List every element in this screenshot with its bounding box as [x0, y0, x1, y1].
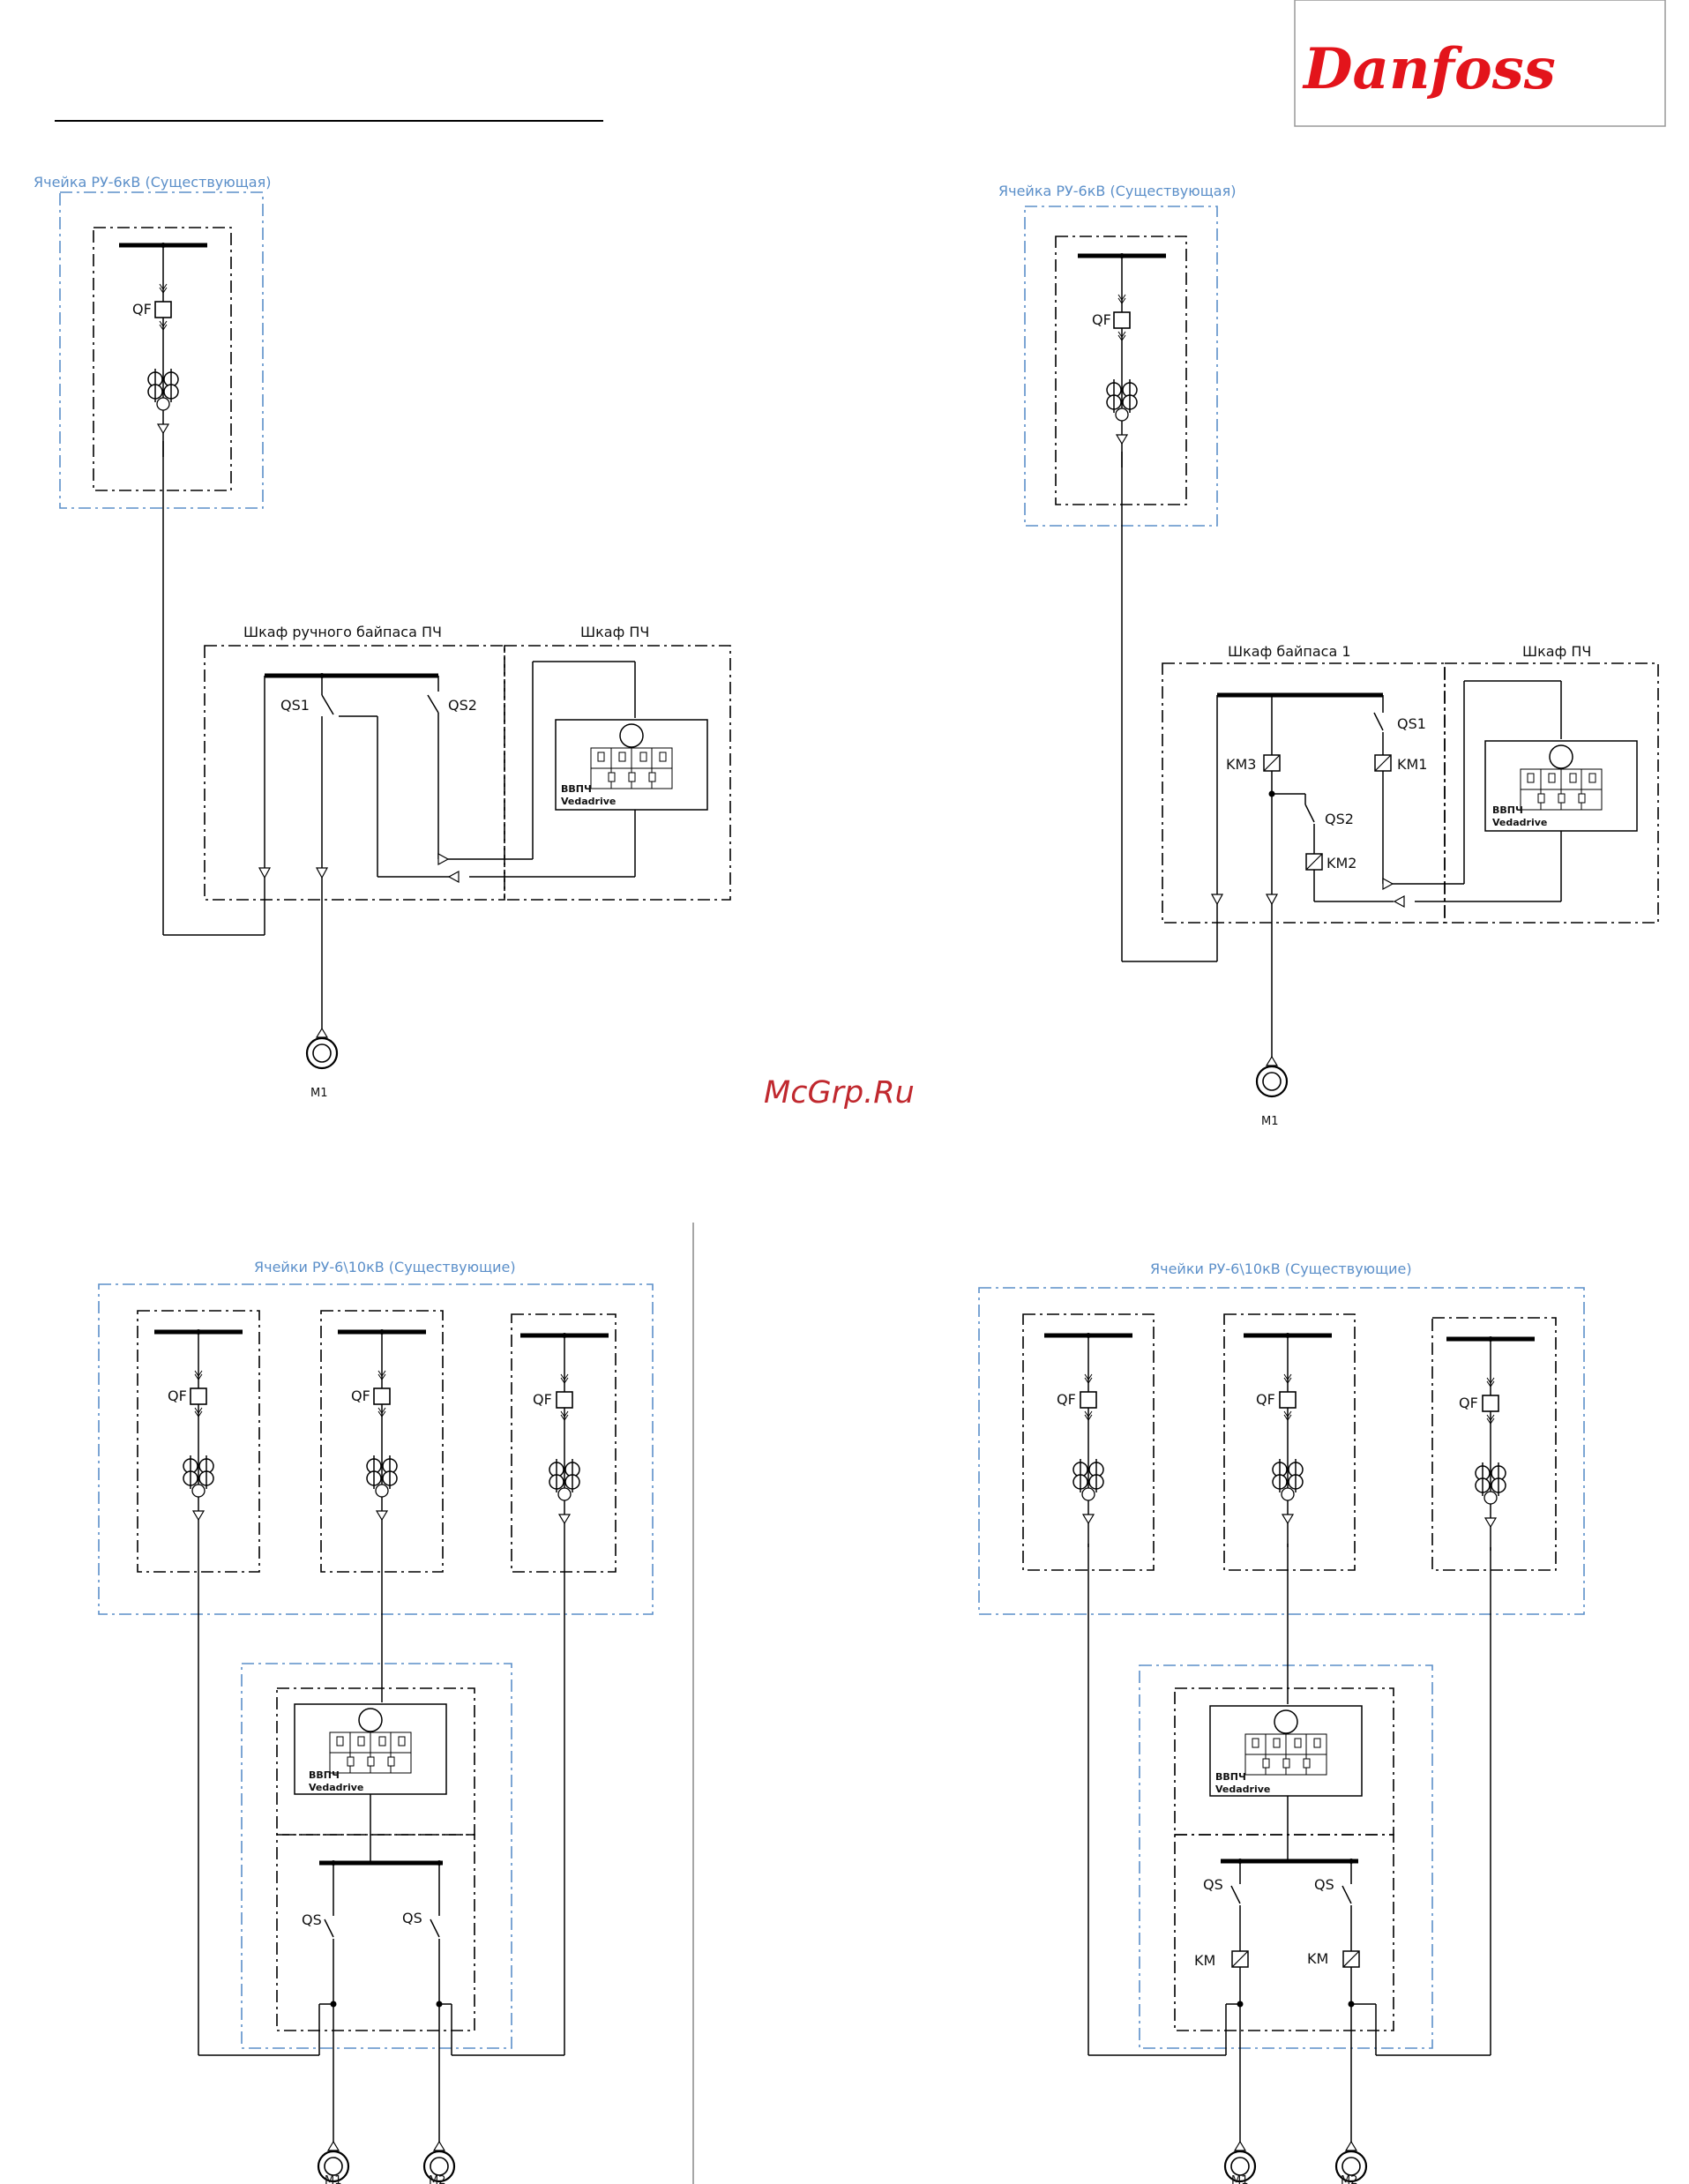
vfd-cabinet-frame [504, 645, 731, 901]
switch-qs-label-1: QS [302, 1911, 322, 1928]
cell-frame-2 [1223, 1313, 1356, 1571]
motor-m2-label: M2 [429, 2174, 446, 2184]
vfd-cabinet-frame [1444, 662, 1659, 924]
contactor-km1-label: KM1 [1397, 756, 1427, 773]
switch-qs-label-1: QS [1203, 1876, 1223, 1893]
bypass-cabinet-frame [1174, 1834, 1394, 2031]
cell-frame [93, 227, 232, 491]
motor-m1-label: M1 [325, 2174, 342, 2184]
cell-title: Ячейки РУ-6\10кВ (Существующие) [1150, 1260, 1412, 1277]
vfd-label-line1: ВВПЧ [561, 783, 592, 795]
danfoss-logo: Danfoss [1294, 0, 1666, 127]
cell-title: Ячейка РУ-6кВ (Существующая) [34, 174, 271, 191]
motor-m1-label: M1 [310, 1087, 328, 1100]
watermark: McGrp.Ru [764, 1075, 915, 1111]
bypass-cabinet-frame [204, 645, 505, 901]
breaker-label: QF [132, 301, 152, 318]
vfd-label-line1: ВВПЧ [1492, 804, 1523, 816]
switch-qs2-label: QS2 [1325, 811, 1354, 827]
breaker-label-1: QF [168, 1387, 187, 1404]
cell-boundary [1024, 206, 1218, 527]
breaker-assembly-3 [520, 1333, 609, 1547]
breaker-assembly-3 [1446, 1336, 1535, 1551]
vfd-cabinet-frame [1174, 1687, 1394, 1836]
switch-qs2-label: QS2 [448, 697, 477, 714]
switch-qs-label-2: QS [402, 1910, 422, 1926]
breaker-label-2: QF [351, 1387, 370, 1404]
diagram-1: Ячейка РУ-6кВ (Существующая) QF Шкаф руч… [34, 174, 731, 1100]
motor-m1-label: M1 [1231, 2174, 1249, 2184]
breaker-label-3: QF [1459, 1395, 1478, 1411]
cell-frame [1055, 236, 1187, 505]
motor-m2-label: M2 [1341, 2174, 1358, 2184]
logo-text: Danfoss [1302, 36, 1556, 102]
breaker-label-3: QF [533, 1391, 552, 1408]
vfd-label-line2: Vedadrive [1215, 1784, 1270, 1795]
bypass-cabinet-label: Шкаф ручного байпаса ПЧ [243, 624, 442, 640]
motor-m1 [305, 1027, 339, 1070]
bypass-cabinet-frame [276, 1834, 475, 2031]
breaker-assembly-1 [1044, 1333, 1132, 1547]
contactor-km2-label: KM2 [1327, 855, 1356, 871]
bypass-boundary [241, 1663, 512, 2049]
breaker-assembly-2 [1244, 1333, 1332, 1547]
breaker-label-2: QF [1256, 1391, 1275, 1408]
cell-frame-3 [511, 1313, 617, 1573]
diagram-2: Ячейка РУ-6кВ (Существующая) QF Шкаф бай… [998, 183, 1659, 1128]
diagram-3: Ячейки РУ-6\10кВ (Существующие) QF QF QF… [98, 1259, 654, 2184]
bypass-boundary [1139, 1664, 1433, 2049]
bypass-cabinet-label: Шкаф байпаса 1 [1228, 643, 1351, 660]
contactor-km3-label: KM3 [1226, 756, 1256, 773]
cells-boundary [978, 1287, 1585, 1615]
cell-frame-3 [1431, 1317, 1557, 1571]
cell-title: Ячейка РУ-6кВ (Существующая) [998, 183, 1236, 199]
breaker-label: QF [1092, 311, 1111, 328]
vfd-cabinet-label: Шкаф ПЧ [1522, 643, 1591, 660]
motor-m1 [1255, 1055, 1289, 1098]
vfd-label-line2: Vedadrive [561, 796, 616, 807]
switch-qs1-label: QS1 [280, 697, 310, 714]
breaker-assembly [119, 243, 207, 457]
vfd-label-line2: Vedadrive [309, 1782, 363, 1793]
switch-qs1-label: QS1 [1397, 715, 1426, 732]
vfd-label-line2: Vedadrive [1492, 817, 1547, 828]
vfd-cabinet-label: Шкаф ПЧ [580, 624, 649, 640]
breaker-label-1: QF [1057, 1391, 1076, 1408]
cell-title: Ячейки РУ-6\10кВ (Существующие) [254, 1259, 516, 1275]
contactor-km-label-2: KM [1307, 1950, 1328, 1967]
breaker-assembly-2 [338, 1329, 426, 1544]
diagram-4: Ячейки РУ-6\10кВ (Существующие) QF QF QF… [978, 1260, 1585, 2184]
vfd-label-line1: ВВПЧ [309, 1769, 340, 1781]
cells-boundary [98, 1283, 654, 1615]
motor-m1-label: M1 [1261, 1115, 1279, 1128]
breaker-assembly-1 [154, 1329, 243, 1544]
breaker-assembly [1078, 253, 1166, 467]
contactor-km-label-1: KM [1194, 1952, 1215, 1969]
cell-frame-1 [1022, 1313, 1155, 1571]
switch-qs-label-2: QS [1314, 1876, 1334, 1893]
cell-boundary [59, 191, 264, 509]
vfd-label-line1: ВВПЧ [1215, 1771, 1246, 1783]
vfd-cabinet-frame [276, 1687, 475, 1836]
